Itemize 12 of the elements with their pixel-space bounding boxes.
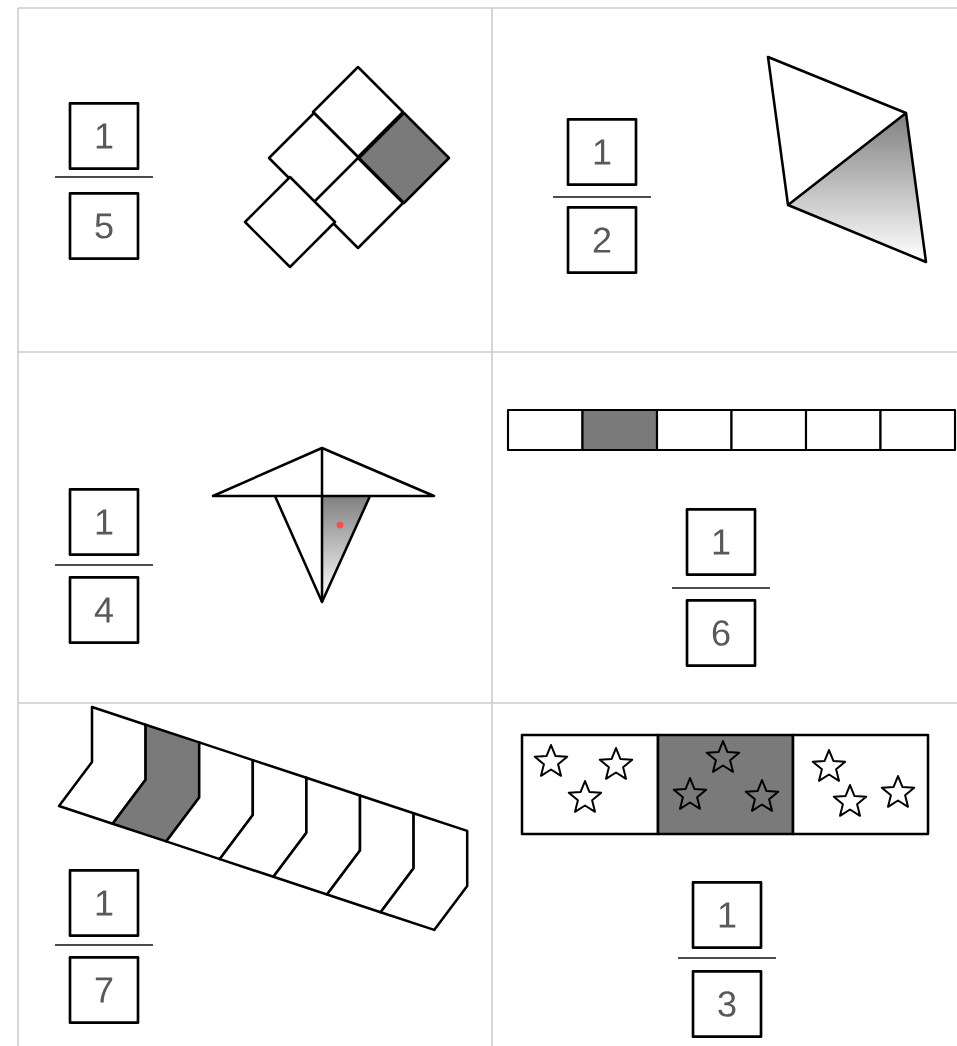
number-box: 1 xyxy=(566,118,638,186)
number-box: 7 xyxy=(68,956,140,1024)
number-box: 3 xyxy=(691,970,763,1038)
number-box: 2 xyxy=(566,206,638,274)
number-box: 5 xyxy=(68,192,140,260)
number-box: 1 xyxy=(685,508,757,576)
number-box: 6 xyxy=(685,599,757,667)
number-box: 1 xyxy=(68,869,140,937)
number-box: 1 xyxy=(68,488,140,556)
number-box: 1 xyxy=(68,102,140,170)
number-box: 1 xyxy=(691,881,763,949)
number-box: 4 xyxy=(68,576,140,644)
